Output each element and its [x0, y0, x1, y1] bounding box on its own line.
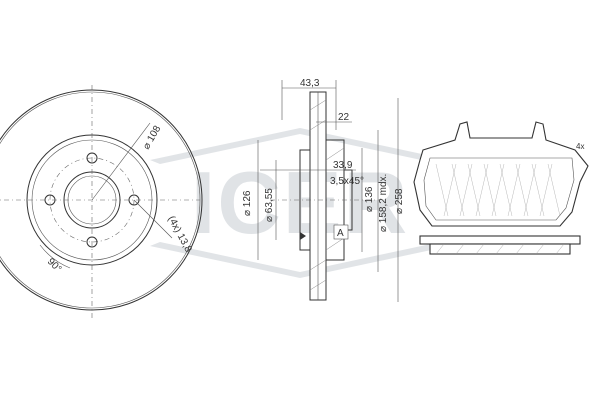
- pad-profile-hatching: [435, 243, 565, 255]
- datum-label: A: [337, 228, 344, 239]
- watermark-text: ICER: [191, 153, 409, 252]
- datum-box: [333, 224, 349, 240]
- dim-outer-dia-label: ⌀ 258: [394, 188, 405, 214]
- disc-section-view: 43,3 22 33,9 3,5x45° ⌀ 126 ⌀ 63,55 ⌀ 136…: [242, 78, 405, 302]
- dim-hat-depth: 33,9: [333, 160, 353, 171]
- brake-pad-view: 4x: [413, 121, 589, 255]
- bolt-hole-leader: [133, 199, 173, 239]
- dim-min-dia-label: ⌀ 158,2 mdx.: [378, 174, 389, 232]
- pad-friction-outline: [423, 157, 575, 221]
- datum-arrow: [300, 232, 306, 240]
- dim-width-total: 43,3: [300, 78, 320, 89]
- dim-hub-dia-label: ⌀ 126: [242, 190, 253, 216]
- dim-chamfer: 3,5x45°: [330, 176, 364, 187]
- icer-watermark: ICER: [150, 128, 450, 278]
- pad-friction-texture: [435, 163, 561, 217]
- pcd-leader: [91, 122, 151, 201]
- section-hatching: [309, 99, 345, 291]
- hat-wall: [299, 149, 310, 251]
- pad-profile-backing: [419, 235, 581, 245]
- angle-label: 90°: [45, 256, 63, 274]
- pcd-label: ⌀ 108: [141, 124, 163, 152]
- angle-arc: [39, 244, 71, 269]
- pad-count-label: 4x: [576, 142, 584, 151]
- disc-front-view: ⌀ 108 (4x) 13,8 90°: [0, 85, 203, 318]
- dim-inner-dia-label: ⌀ 136: [364, 186, 375, 212]
- pad-backing-plate: [413, 121, 589, 227]
- dim-bore-label: ⌀ 63,55: [264, 188, 275, 222]
- dim-width-inner: 22: [338, 112, 350, 123]
- disc-outer-edge-inner: [0, 91, 201, 309]
